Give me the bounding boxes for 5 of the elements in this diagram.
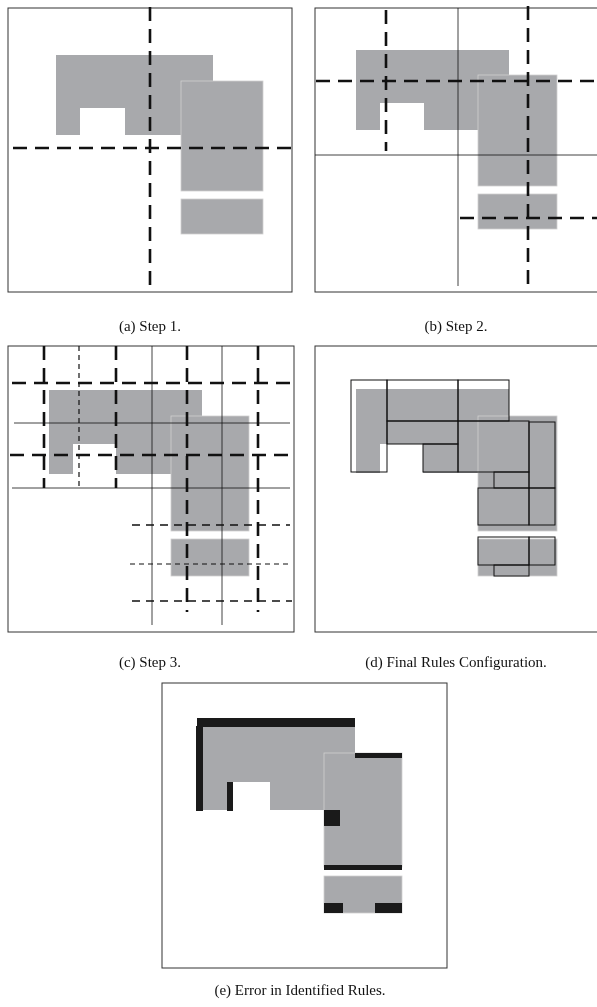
figure-caption: (a) Step 1. <box>118 317 182 335</box>
figure-caption: (e) Error in Identified Rules. <box>214 981 386 999</box>
figure-caption: (c) Step 3. <box>118 653 182 671</box>
figure-caption: (b) Step 2. <box>424 317 488 335</box>
figure-caption: (d) Final Rules Configuration. <box>365 653 547 671</box>
